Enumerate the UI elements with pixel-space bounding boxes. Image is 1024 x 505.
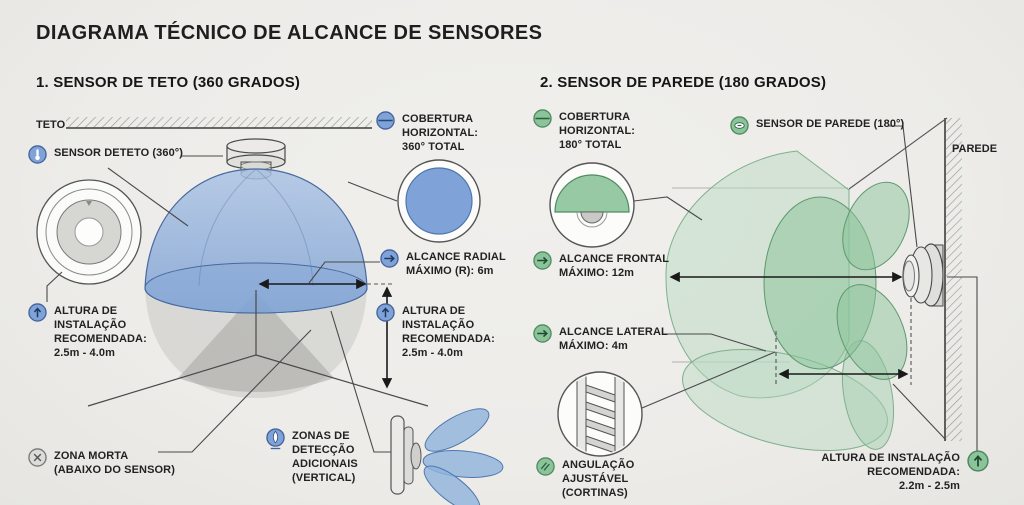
x-circle-icon: [28, 448, 47, 467]
wall-sensor-device: [902, 243, 944, 307]
label-frontal-range: ALCANCE FRONTAL MÁXIMO: 12m: [533, 251, 669, 281]
label-horizontal-coverage-360: COBERTURA HORIZONTAL: 360° TOTAL: [376, 111, 478, 155]
page-title: DIAGRAMA TÉCNICO DE ALCANCE DE SENSORES: [36, 22, 543, 44]
label-dead-zone: ZONA MORTA (ABAIXO DO SENSOR): [28, 448, 175, 478]
ceiling-sensor-face-view: [36, 179, 142, 285]
leader-lines-left: [46, 155, 398, 453]
louver-slash-icon: [536, 457, 555, 476]
right-arrow-icon: [533, 324, 552, 343]
ceiling-label: TETO: [36, 119, 66, 131]
label-install-height-right: ALTURA DE INSTALAÇÃO RECOMENDADA: 2.5m -…: [376, 303, 495, 361]
label-vertical-zones: ZONAS DE DETECÇÃO ADICIONAIS (VERTICAL): [266, 428, 358, 486]
right-arrow-icon: [533, 251, 552, 270]
wall-sensor-coverage-180: [665, 150, 910, 452]
right-arrow-icon: [380, 249, 399, 268]
label-ceiling-sensor: SENSOR DETETO (360°): [28, 145, 183, 164]
adjustable-louver-detail: [557, 371, 643, 457]
thermometer-sensor-icon: [28, 145, 47, 164]
vertical-zones-side-view: [390, 408, 504, 505]
up-arrow-icon: [967, 450, 989, 472]
ceiling-surface: [66, 117, 372, 129]
up-arrow-icon: [28, 303, 47, 322]
top-view-360: [397, 159, 481, 243]
label-wall-sensor: SENSOR DE PAREDE (180°): [730, 116, 904, 135]
up-arrow-icon: [376, 303, 395, 322]
section-heading-wall: 2. SENSOR DE PAREDE (180 GRADOS): [540, 74, 827, 91]
coverage-circle-icon: [376, 111, 395, 130]
floor-lines: [87, 290, 429, 407]
section-heading-ceiling: 1. SENSOR DE TETO (360 GRADOS): [36, 74, 301, 91]
label-adjustable-angle: ANGULAÇÃO AJUSTÁVEL (CORTINAS): [536, 457, 634, 501]
coverage-circle-icon: [533, 109, 552, 128]
top-view-180: [549, 162, 635, 248]
wall-label: PAREDE: [952, 143, 998, 155]
leader-lines-right: [633, 125, 978, 453]
vertical-lobe-icon: [266, 428, 285, 450]
wall-sensor-oval-icon: [730, 116, 749, 135]
label-radial-range: ALCANCE RADIAL MÁXIMO (R): 6m: [380, 249, 506, 279]
label-install-height-left: ALTURA DE INSTALAÇÃO RECOMENDADA: 2.5m -…: [28, 303, 147, 361]
label-lateral-range: ALCANCE LATERAL MÁXIMO: 4m: [533, 324, 668, 354]
dome-coverage-360: [144, 168, 368, 314]
label-horizontal-coverage-180: COBERTURA HORIZONTAL: 180° TOTAL: [533, 109, 635, 153]
label-wall-install-height: ALTURA DE INSTALAÇÃO RECOMENDADA: 2.2m -…: [821, 450, 989, 494]
dimension-lateral-range: [775, 298, 912, 385]
